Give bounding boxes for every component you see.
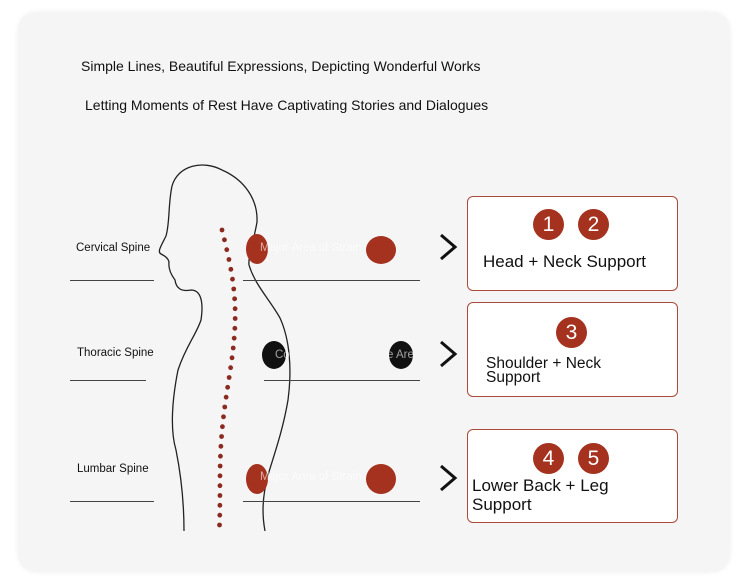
spine-dot [232,316,238,321]
spine-dot [219,434,224,439]
support-box-lower-back-leg: 4 5 Lower Back + Leg Support [467,429,678,523]
cervical-strain-marker-left [246,234,268,264]
number-badge-4: 4 [533,443,564,474]
support-box-label: Shoulder + Neck Support [486,355,602,386]
lumbar-strain-text: Major Area of Strain [260,471,362,483]
spine-dot [222,237,227,243]
number-badge-1: 1 [533,209,564,240]
spine-dot [221,414,226,420]
spine-dot [230,345,236,351]
number-badge-2: 2 [578,209,609,240]
spine-dot [225,384,231,390]
cervical-strain-marker-right [366,236,396,264]
spine-dot [226,375,232,380]
spine-dot [219,227,225,233]
spine-dot [217,473,223,479]
chevron-right-icon [440,340,458,368]
lumbar-strain-marker-right [366,464,396,494]
thoracic-strain-line [264,380,420,381]
cervical-strain-line [243,280,420,281]
cervical-strain-text: Major Area of Strain [260,242,362,254]
spine-dot [231,335,237,341]
spine-dot [218,453,223,459]
support-box-label: Lower Back + Leg Support [472,476,609,514]
chevron-right-icon [440,464,458,492]
thoracic-strain-text-left: Co [275,349,290,361]
spine-dot [232,325,238,331]
support-box-head-neck: 1 2 Head + Neck Support [467,196,678,291]
thoracic-strain-marker-left [262,341,286,369]
lumbar-strain-marker-left [246,464,268,494]
lumbar-strain-line [243,501,420,502]
cervical-spine-label: Cervical Spine [76,242,151,254]
back-outline [221,169,291,532]
thoracic-label-line [70,380,146,381]
spine-dot [217,463,223,469]
thoracic-spine-label: Thoracic Spine [77,347,154,359]
spine-dot [231,286,237,292]
spine-dot [228,266,234,272]
spine-dot [228,365,234,371]
chevron-right-icon [440,233,458,261]
spine-dot [232,306,238,312]
spine-dot [218,443,224,449]
spine-dot [232,296,238,302]
support-box-shoulder-neck: 3 Shoulder + Neck Support [467,302,678,397]
headline-secondary: Letting Moments of Rest Have Captivating… [85,97,489,113]
spine-dot [223,394,229,400]
spine-dot [217,493,223,498]
spine-dotted-line [217,227,238,528]
number-badge-5: 5 [578,443,609,474]
number-badge-3: 3 [556,317,587,348]
spine-dot [217,512,223,518]
lumbar-spine-label: Lumbar Spine [77,463,149,475]
thoracic-strain-marker-right [389,341,413,369]
spine-dot [229,355,235,361]
headline-primary: Simple Lines, Beautiful Expressions, Dep… [81,58,481,74]
head-outline [158,164,223,532]
spine-dot [220,424,225,430]
spine-dot [222,404,228,410]
spine-dot [230,276,235,282]
spine-dot [217,522,222,528]
support-box-label: Head + Neck Support [483,252,647,271]
thoracic-strain-text-right: e Are [387,349,414,361]
cervical-label-line [70,280,154,281]
spine-dot [217,483,223,489]
lumbar-label-line [70,501,154,502]
spine-dot [224,247,230,253]
spine-dot [217,502,223,508]
spine-dot [226,257,232,262]
